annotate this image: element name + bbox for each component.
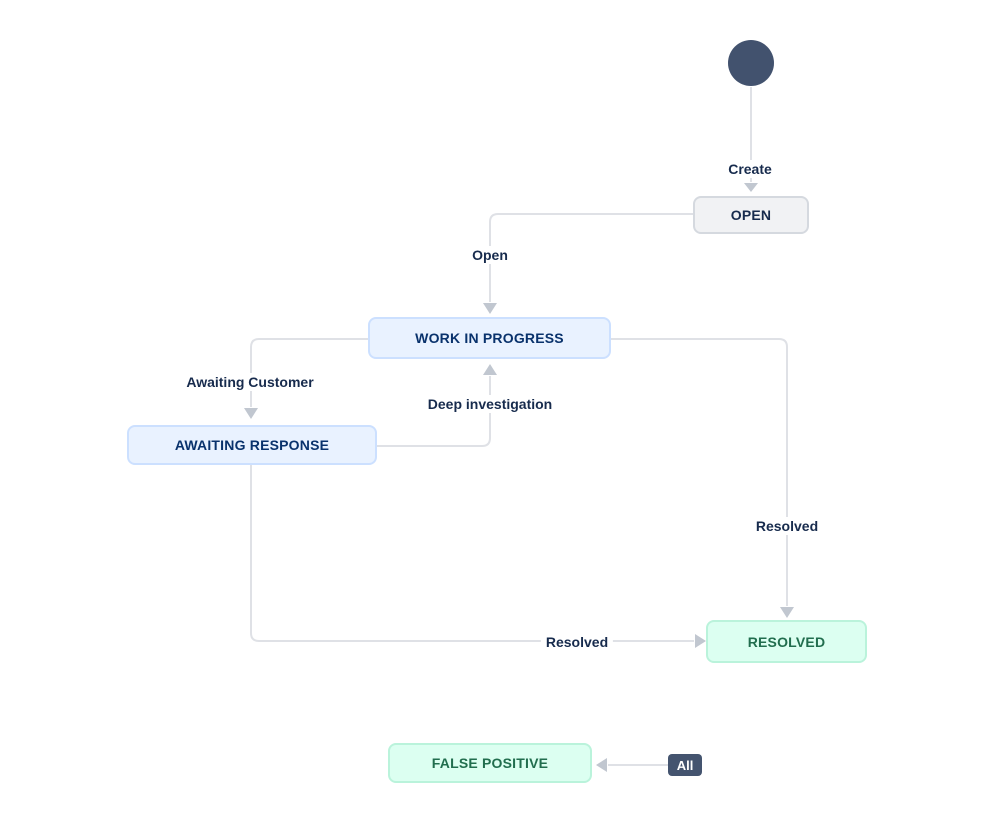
edge-all-arrowhead [596, 758, 607, 772]
status-node-work-in-progress[interactable]: WORK IN PROGRESS [368, 317, 611, 359]
edge-open-line [489, 213, 693, 302]
status-node-open-label: OPEN [730, 207, 772, 223]
transition-label-awaiting-customer[interactable]: Awaiting Customer [181, 373, 319, 391]
transition-label-deep-investigation[interactable]: Deep investigation [422, 395, 558, 413]
edge-resolved-from-awaiting-arrowhead [695, 634, 706, 648]
transition-badge-all[interactable]: All [668, 754, 702, 776]
status-node-false-positive-label: FALSE POSITIVE [431, 755, 549, 771]
status-node-resolved-label: RESOLVED [747, 633, 826, 650]
initial-node-circle [728, 40, 774, 86]
transition-label-resolved-from-wip[interactable]: Resolved [750, 517, 824, 535]
status-node-resolved[interactable]: RESOLVED [706, 620, 867, 663]
edge-awaiting-customer-arrowhead [244, 408, 258, 419]
edge-resolved-from-wip-line [611, 338, 788, 606]
edge-deep-investigation-arrowhead [483, 364, 497, 375]
status-node-open[interactable]: OPEN [693, 196, 809, 234]
edge-open-arrowhead [483, 303, 497, 314]
edge-create-arrowhead [744, 183, 758, 192]
edge-resolved-from-wip-arrowhead [780, 607, 794, 618]
transition-label-create[interactable]: Create [723, 160, 777, 178]
transition-label-resolved-from-awaiting[interactable]: Resolved [540, 633, 614, 651]
edge-resolved-from-awaiting-line [250, 465, 694, 642]
status-node-false-positive[interactable]: FALSE POSITIVE [388, 743, 592, 783]
edge-awaiting-customer-line [250, 338, 368, 407]
status-node-awaiting-response-label: AWAITING RESPONSE [174, 437, 330, 453]
status-node-awaiting-response[interactable]: AWAITING RESPONSE [127, 425, 377, 465]
status-node-work-in-progress-label: WORK IN PROGRESS [415, 330, 564, 346]
transition-label-open[interactable]: Open [467, 246, 513, 264]
edge-deep-investigation-line [377, 376, 491, 447]
